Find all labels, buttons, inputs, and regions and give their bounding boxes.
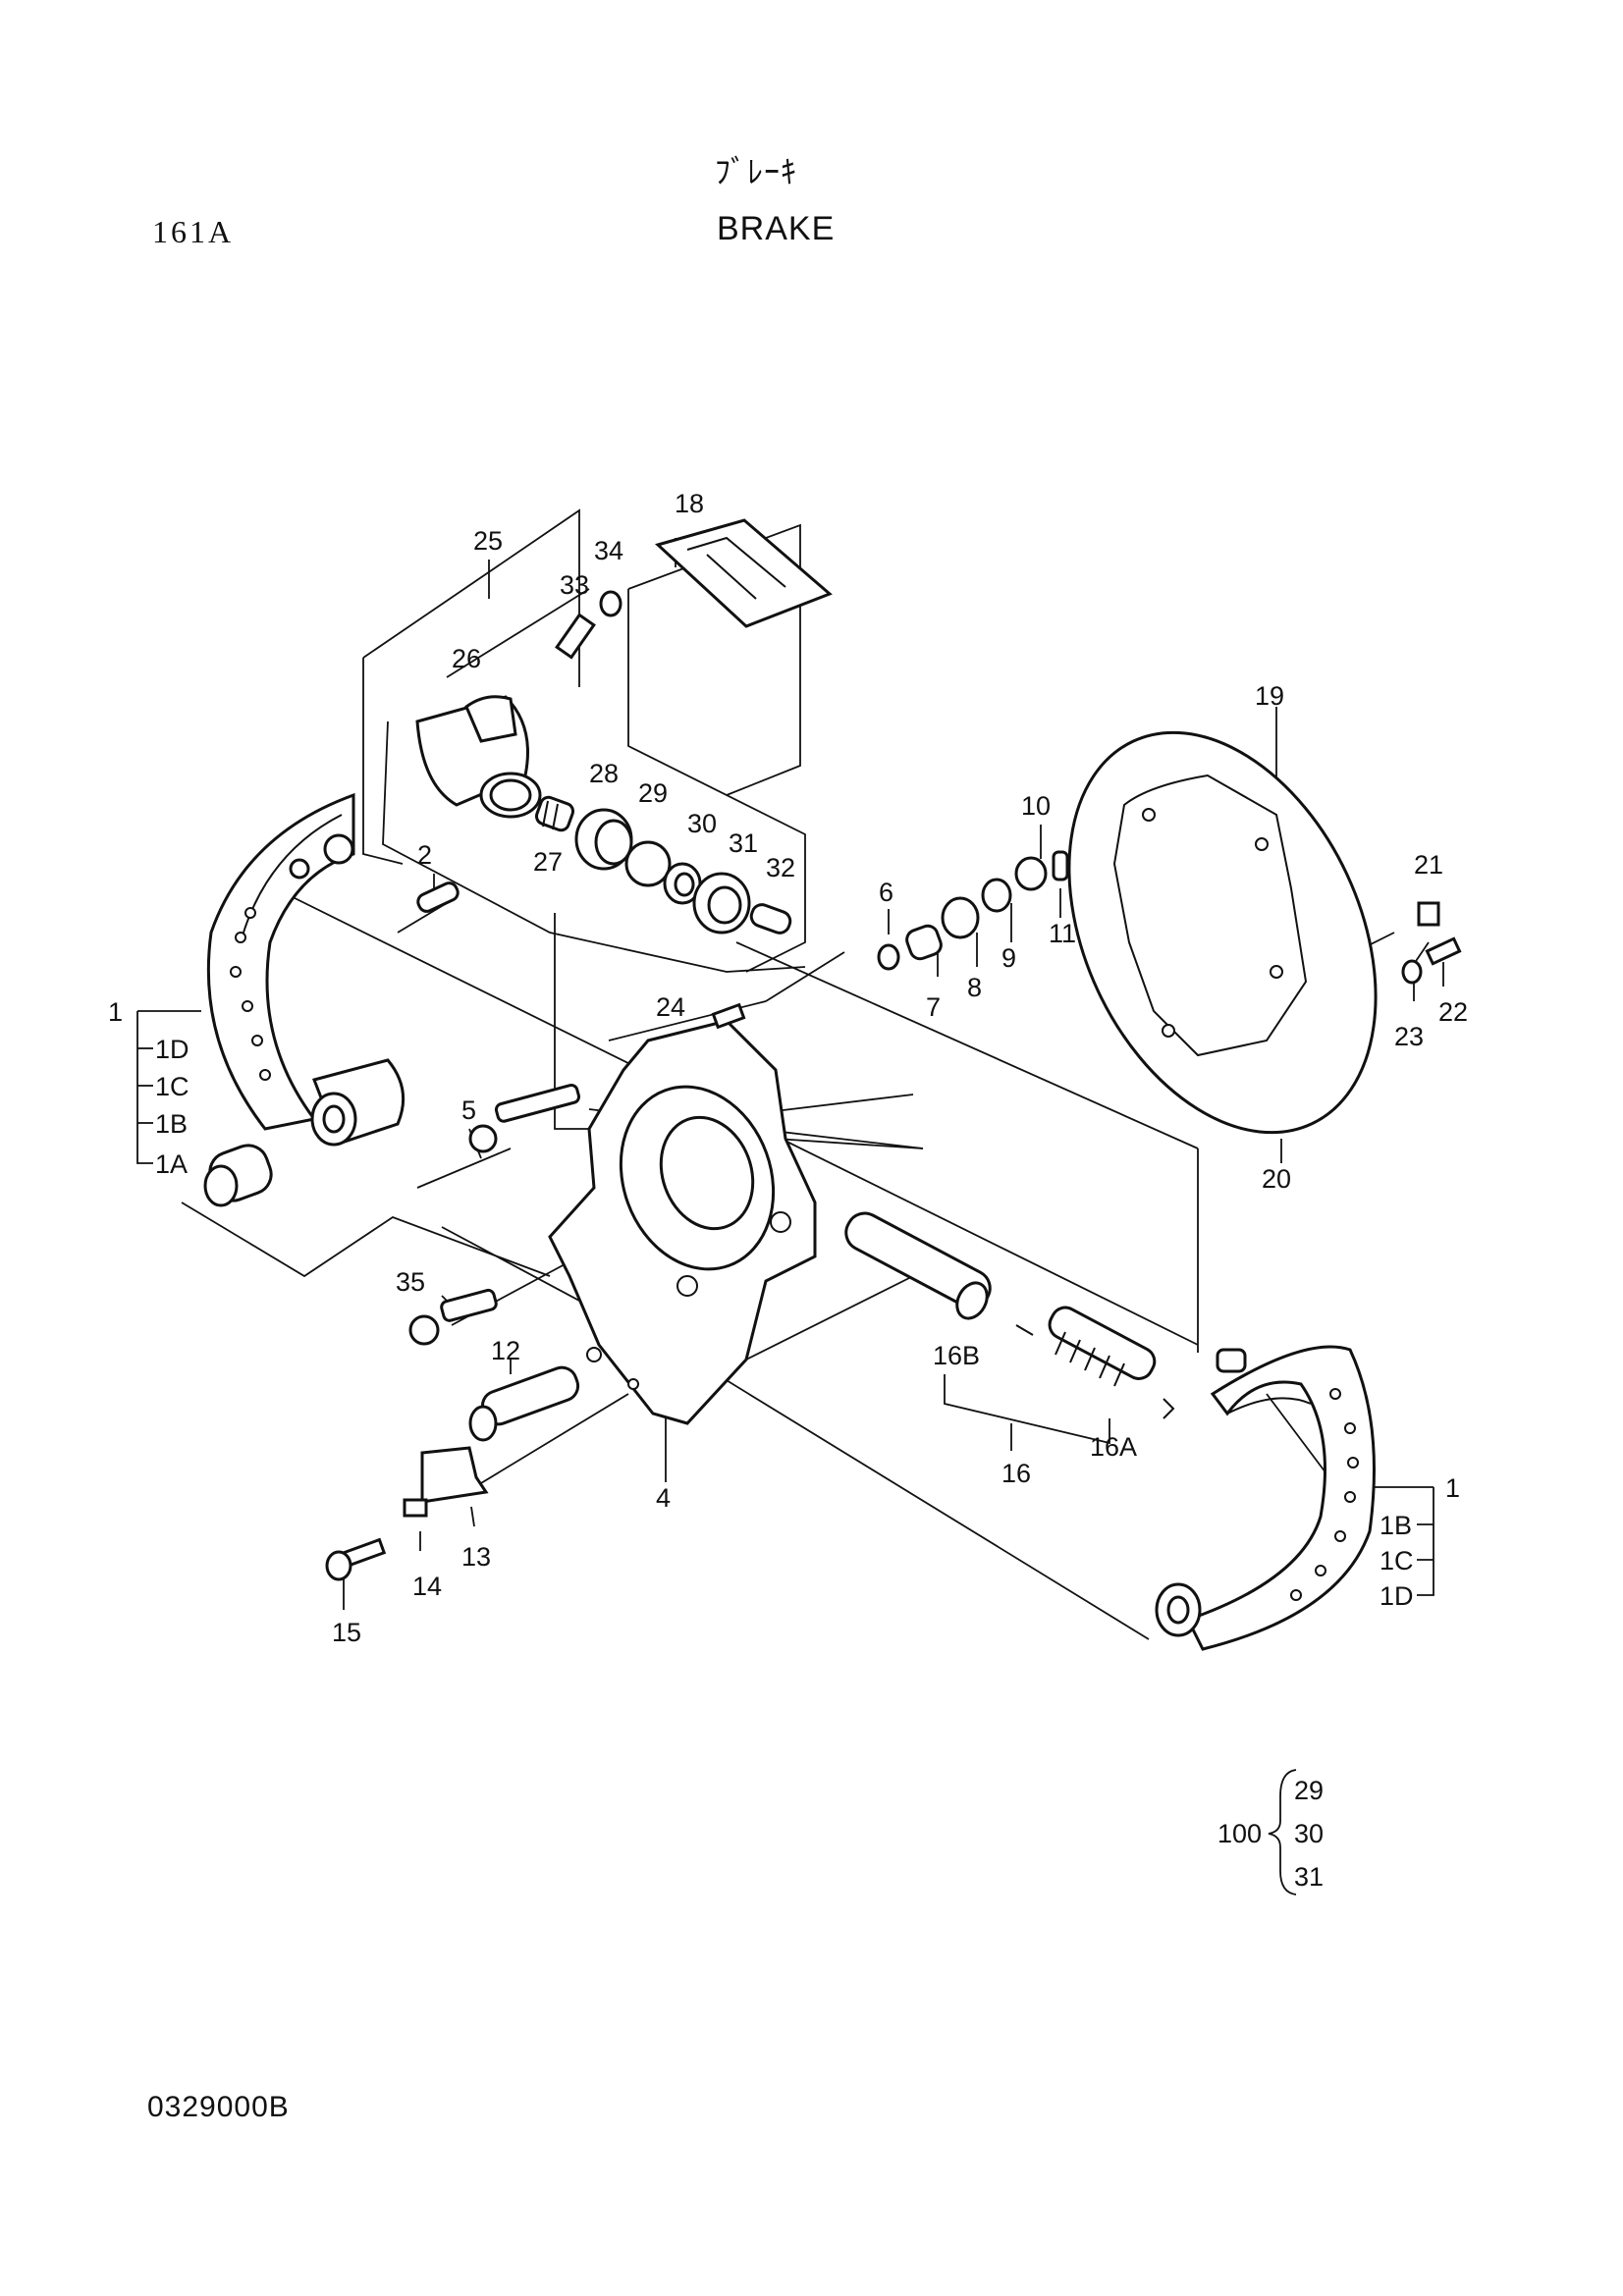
callout-16: 16 bbox=[1001, 1459, 1031, 1488]
callout-6: 6 bbox=[879, 878, 893, 907]
part-2-pin bbox=[416, 881, 460, 913]
callout-24: 24 bbox=[656, 992, 685, 1022]
callout-1C-left: 1C bbox=[155, 1072, 189, 1101]
callout-20: 20 bbox=[1262, 1164, 1291, 1194]
kit-item: 30 bbox=[1294, 1819, 1324, 1848]
callout-25: 25 bbox=[473, 526, 503, 556]
callout-16A: 16A bbox=[1090, 1432, 1137, 1462]
part-5-cam-bolt bbox=[468, 1084, 581, 1153]
callouts: 18 25 34 33 26 28 29 30 31 32 27 2 10 11… bbox=[108, 489, 1468, 1647]
callout-15: 15 bbox=[332, 1618, 361, 1647]
kit-label: 100 bbox=[1217, 1819, 1262, 1848]
part-6-washer bbox=[877, 943, 900, 971]
part-16A-spring bbox=[1015, 1306, 1175, 1419]
part-15-bolt bbox=[325, 1537, 387, 1581]
part-28-cup bbox=[574, 808, 633, 871]
callout-12: 12 bbox=[491, 1336, 520, 1365]
callout-23: 23 bbox=[1394, 1022, 1424, 1051]
part-7-spring bbox=[905, 924, 943, 961]
callout-18: 18 bbox=[675, 489, 704, 518]
part-14-clip bbox=[403, 1498, 428, 1518]
part-24-bolt bbox=[711, 1002, 746, 1030]
title-japanese: ﾌﾞﾚｰｷ bbox=[715, 154, 798, 189]
callout-8: 8 bbox=[967, 973, 982, 1002]
callout-35: 35 bbox=[396, 1267, 425, 1297]
callout-30: 30 bbox=[687, 809, 717, 838]
part-32-push-rod bbox=[749, 903, 792, 934]
kit-brace bbox=[1268, 1769, 1297, 1896]
callout-5: 5 bbox=[461, 1095, 476, 1125]
callout-7: 7 bbox=[926, 992, 941, 1022]
part-1-brake-shoe-left bbox=[206, 792, 406, 1147]
part-33-bleeder-screw bbox=[555, 613, 596, 660]
kit-legend: 100 29 30 31 bbox=[1217, 1769, 1324, 1896]
kit-item: 29 bbox=[1294, 1776, 1324, 1805]
callout-9: 9 bbox=[1001, 943, 1016, 973]
part-16B-sleeve bbox=[844, 1211, 992, 1320]
callout-21: 21 bbox=[1414, 850, 1443, 880]
callout-1D-left: 1D bbox=[155, 1035, 189, 1064]
part-30-seal bbox=[663, 862, 702, 905]
callout-1-left: 1 bbox=[108, 997, 123, 1027]
callout-13: 13 bbox=[461, 1542, 491, 1572]
callout-1B-right: 1B bbox=[1380, 1511, 1412, 1540]
title-english: BRAKE bbox=[717, 210, 836, 247]
callout-32: 32 bbox=[766, 853, 795, 882]
callout-4: 4 bbox=[656, 1483, 671, 1513]
callout-33: 33 bbox=[560, 570, 589, 600]
part-1A-bushing bbox=[203, 1144, 273, 1207]
callout-1A-left: 1A bbox=[155, 1149, 188, 1179]
part-19-backing-plate bbox=[1067, 730, 1378, 1135]
callout-27: 27 bbox=[533, 847, 563, 877]
callout-1B-left: 1B bbox=[155, 1109, 188, 1139]
callout-28: 28 bbox=[589, 759, 619, 788]
part-1-brake-shoe-right bbox=[1155, 1345, 1376, 1651]
part-31-boot bbox=[692, 872, 751, 934]
callout-1C-right: 1C bbox=[1380, 1546, 1414, 1575]
part-29-piston bbox=[624, 840, 672, 887]
part-8-sleeve bbox=[941, 896, 980, 939]
part-34-cap bbox=[599, 590, 622, 617]
callout-14: 14 bbox=[412, 1572, 442, 1601]
callout-29: 29 bbox=[638, 778, 668, 808]
part-12-pin bbox=[468, 1365, 580, 1442]
callout-10: 10 bbox=[1021, 791, 1051, 821]
part-13-lock-plate bbox=[420, 1446, 489, 1504]
callout-19: 19 bbox=[1255, 681, 1284, 711]
callout-34: 34 bbox=[594, 536, 623, 565]
part-11-pin bbox=[1052, 850, 1069, 881]
part-9-ring bbox=[981, 878, 1012, 913]
part-23-washer bbox=[1401, 959, 1423, 985]
part-22-bolt bbox=[1425, 936, 1462, 966]
callout-26: 26 bbox=[452, 644, 481, 673]
callout-22: 22 bbox=[1438, 997, 1468, 1027]
page-code: 161A bbox=[152, 214, 235, 249]
callout-1D-right: 1D bbox=[1380, 1581, 1414, 1611]
part-26-wheel-cylinder bbox=[415, 695, 542, 819]
callout-31: 31 bbox=[729, 828, 758, 858]
part-35-bolt bbox=[408, 1288, 498, 1346]
part-4-anchor-plate bbox=[548, 1019, 817, 1425]
callout-16B: 16B bbox=[933, 1341, 980, 1370]
callout-11: 11 bbox=[1049, 919, 1076, 948]
part-18-pad bbox=[655, 518, 833, 628]
callout-2: 2 bbox=[417, 840, 432, 870]
drawing-number: 0329000B bbox=[147, 2091, 290, 2123]
part-10-nut bbox=[1014, 856, 1048, 891]
part-21-clip bbox=[1417, 901, 1440, 927]
callout-1-right: 1 bbox=[1445, 1473, 1460, 1503]
kit-item: 31 bbox=[1294, 1862, 1324, 1892]
part-27-spring bbox=[534, 795, 575, 832]
